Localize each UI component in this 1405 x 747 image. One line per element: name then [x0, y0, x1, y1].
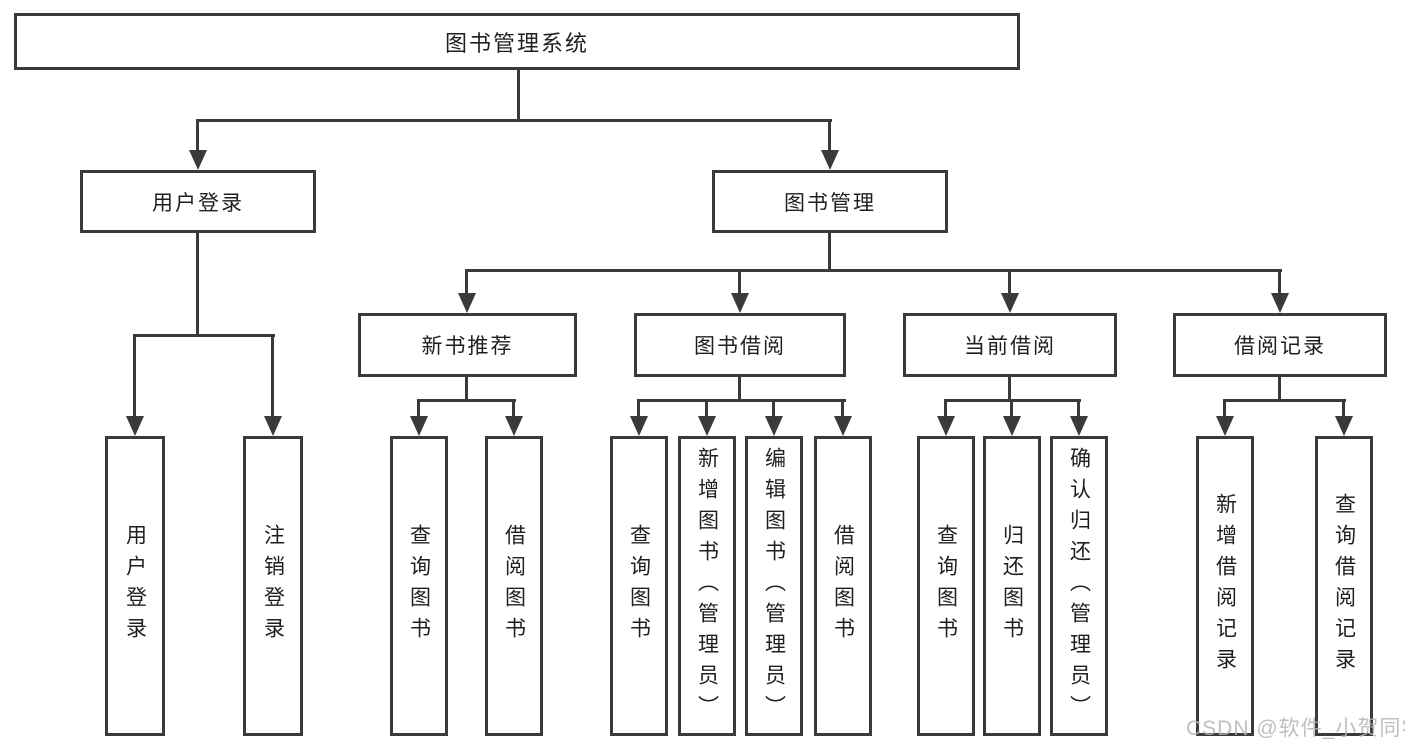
leaf-cb-return-books: 归还图书 — [983, 436, 1041, 736]
connector-g4-drop-2 — [1342, 399, 1345, 418]
connector-drop-book-management — [828, 119, 831, 152]
node-book-borrow-label: 图书借阅 — [694, 335, 786, 358]
leaf-bb-query-books-label: 查询图书 — [627, 524, 651, 648]
connector-drop-new-book-recommend — [465, 269, 468, 295]
connector-g3-stem — [1008, 377, 1011, 402]
connector-g4-drop-1 — [1223, 399, 1226, 418]
leaf-br-add-record-label: 新增借阅记录 — [1213, 493, 1237, 679]
leaf-br-query-record-label: 查询借阅记录 — [1332, 493, 1356, 679]
connector-drop-login — [133, 334, 136, 418]
node-new-book-recommend-label: 新书推荐 — [421, 335, 514, 358]
arrowhead-icon — [698, 416, 716, 436]
connector-g2-stem — [738, 377, 741, 402]
arrowhead-icon — [1070, 416, 1088, 436]
leaf-user-login-label: 用户登录 — [123, 524, 147, 648]
leaf-cb-query-books-label: 查询图书 — [934, 524, 958, 648]
leaf-br-add-record: 新增借阅记录 — [1196, 436, 1254, 736]
leaf-bb-edit-books-admin-label: 编辑图书（管理员） — [762, 446, 786, 726]
arrowhead-icon — [505, 416, 523, 436]
node-book-management-label: 图书管理 — [784, 191, 876, 215]
leaf-bb-add-books-admin: 新增图书（管理员） — [678, 436, 736, 736]
node-book-borrow: 图书借阅 — [634, 313, 846, 377]
connector-drop-borrow-records — [1278, 269, 1281, 295]
connector-book-split — [465, 269, 1282, 272]
arrowhead-icon — [1003, 416, 1021, 436]
arrowhead-icon — [189, 150, 207, 170]
connector-root-split — [196, 119, 832, 122]
connector-g4-stem — [1278, 377, 1281, 402]
leaf-cb-confirm-return-admin: 确认归还（管理员） — [1050, 436, 1108, 736]
node-borrow-records: 借阅记录 — [1173, 313, 1387, 377]
connector-g3-drop-1 — [944, 399, 947, 418]
arrowhead-icon — [264, 416, 282, 436]
arrowhead-icon — [834, 416, 852, 436]
connector-g2-drop-4 — [841, 399, 844, 418]
leaf-cb-confirm-return-admin-label: 确认归还（管理员） — [1067, 446, 1091, 726]
leaf-bb-borrow-books-label: 借阅图书 — [831, 524, 855, 648]
leaf-nb-borrow-books-label: 借阅图书 — [502, 524, 526, 648]
node-book-management: 图书管理 — [712, 170, 948, 233]
arrowhead-icon — [410, 416, 428, 436]
arrowhead-icon — [821, 150, 839, 170]
connector-g2-drop-1 — [637, 399, 640, 418]
arrowhead-icon — [630, 416, 648, 436]
connector-g1-stem — [465, 377, 468, 402]
leaf-logout-label: 注销登录 — [261, 524, 285, 648]
arrowhead-icon — [937, 416, 955, 436]
connector-drop-current-borrow — [1008, 269, 1011, 295]
connector-drop-logout — [271, 334, 274, 418]
arrowhead-icon — [765, 416, 783, 436]
connector-g3-drop-2 — [1010, 399, 1013, 418]
arrowhead-icon — [1271, 293, 1289, 313]
leaf-bb-borrow-books: 借阅图书 — [814, 436, 872, 736]
csdn-watermark: CSDN @软件_小贺同学 — [1186, 717, 1405, 740]
leaf-bb-edit-books-admin: 编辑图书（管理员） — [745, 436, 803, 736]
node-current-borrow-label: 当前借阅 — [964, 335, 1056, 358]
leaf-nb-borrow-books: 借阅图书 — [485, 436, 543, 736]
connector-user-split — [133, 334, 275, 337]
leaf-logout: 注销登录 — [243, 436, 303, 736]
leaf-cb-return-books-label: 归还图书 — [1000, 524, 1024, 648]
connector-g2-split — [637, 399, 846, 402]
leaf-cb-query-books: 查询图书 — [917, 436, 975, 736]
arrowhead-icon — [458, 293, 476, 313]
node-root-label: 图书管理系统 — [444, 30, 589, 56]
connector-book-stem — [828, 233, 831, 272]
connector-g2-drop-2 — [705, 399, 708, 418]
connector-drop-user-login — [196, 119, 199, 152]
leaf-nb-query-books-label: 查询图书 — [407, 524, 431, 648]
connector-g2-drop-3 — [772, 399, 775, 418]
node-user-login-label: 用户登录 — [152, 191, 244, 215]
arrowhead-icon — [731, 293, 749, 313]
leaf-bb-add-books-admin-label: 新增图书（管理员） — [695, 446, 719, 726]
leaf-br-query-record: 查询借阅记录 — [1315, 436, 1373, 736]
arrowhead-icon — [1001, 293, 1019, 313]
arrowhead-icon — [126, 416, 144, 436]
connector-g1-split — [417, 399, 516, 402]
leaf-bb-query-books: 查询图书 — [610, 436, 668, 736]
arrowhead-icon — [1216, 416, 1234, 436]
connector-g4-split — [1223, 399, 1346, 402]
leaf-nb-query-books: 查询图书 — [390, 436, 448, 736]
connector-g1-drop-1 — [417, 399, 420, 418]
connector-g1-drop-2 — [512, 399, 515, 418]
arrowhead-icon — [1335, 416, 1353, 436]
node-current-borrow: 当前借阅 — [903, 313, 1117, 377]
connector-g3-drop-3 — [1077, 399, 1080, 418]
node-new-book-recommend: 新书推荐 — [358, 313, 577, 377]
connector-user-stem — [196, 233, 199, 337]
node-borrow-records-label: 借阅记录 — [1234, 335, 1326, 358]
node-root: 图书管理系统 — [14, 13, 1020, 70]
connector-root-stem — [517, 69, 520, 120]
leaf-user-login: 用户登录 — [105, 436, 165, 736]
connector-drop-book-borrow — [738, 269, 741, 295]
node-user-login: 用户登录 — [80, 170, 316, 233]
